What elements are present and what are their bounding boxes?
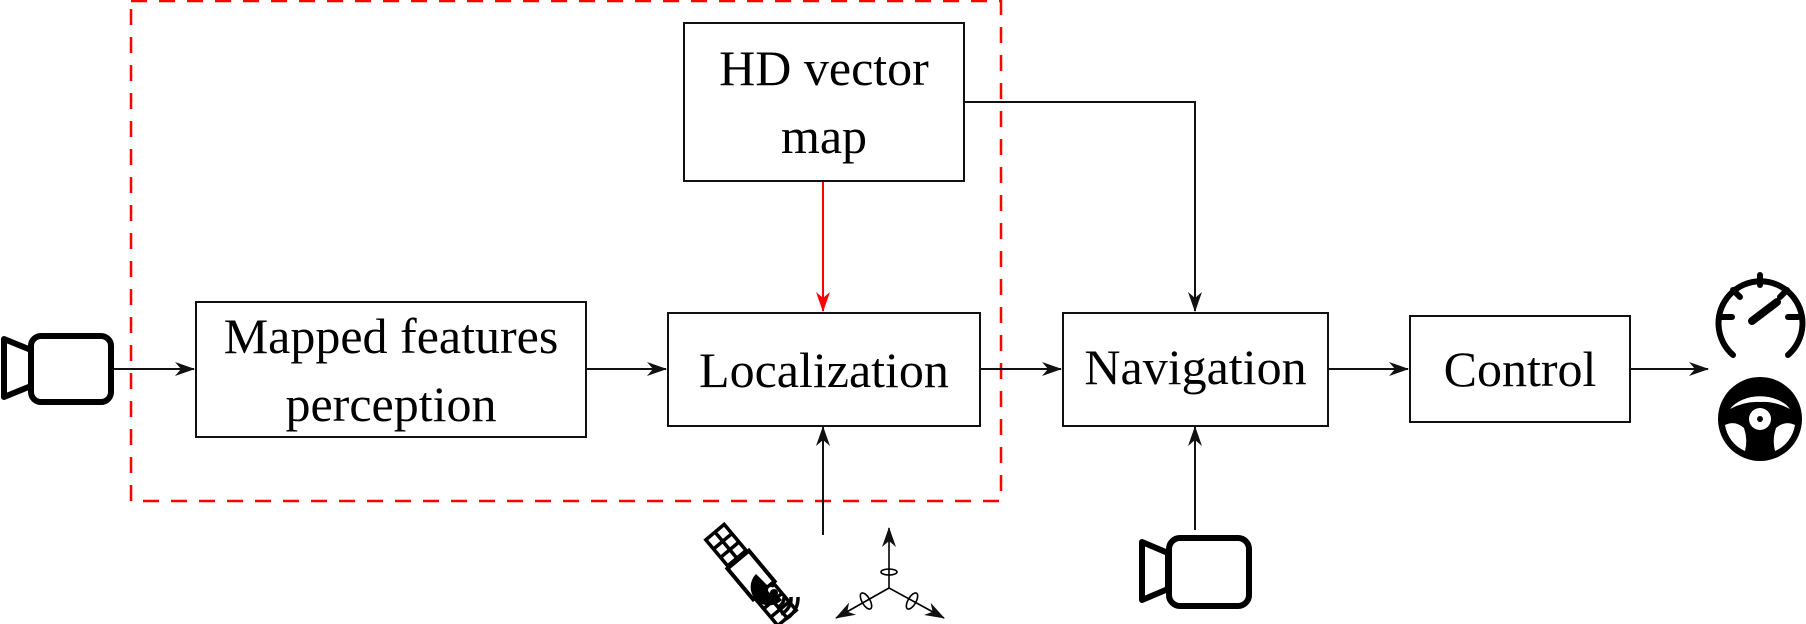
- speedometer-icon: [1715, 272, 1806, 358]
- steering-wheel-icon: [1718, 377, 1802, 461]
- navigation-block: Navigation: [1062, 312, 1329, 427]
- imu-axes-icon: [835, 527, 945, 619]
- localization-block: Localization: [667, 312, 981, 427]
- highlight-region: [129, 0, 1003, 503]
- mapped-features-perception-label: Mapped features perception: [223, 307, 559, 432]
- satellite-antenna-icon: [750, 574, 800, 622]
- mapped-features-perception-block: Mapped features perception: [195, 301, 587, 438]
- control-label: Control: [1443, 341, 1597, 397]
- satellite-icon: [703, 521, 799, 624]
- camera-icon: [1139, 535, 1252, 609]
- control-block: Control: [1409, 315, 1631, 423]
- edge-map-to-navigation: [965, 101, 1202, 312]
- hd-vector-map-block: HD vector map: [683, 22, 965, 182]
- camera-icon: [1, 333, 114, 405]
- navigation-label: Navigation: [1084, 338, 1307, 395]
- hd-vector-map-label: HD vector map: [719, 40, 929, 164]
- localization-label: Localization: [699, 341, 949, 398]
